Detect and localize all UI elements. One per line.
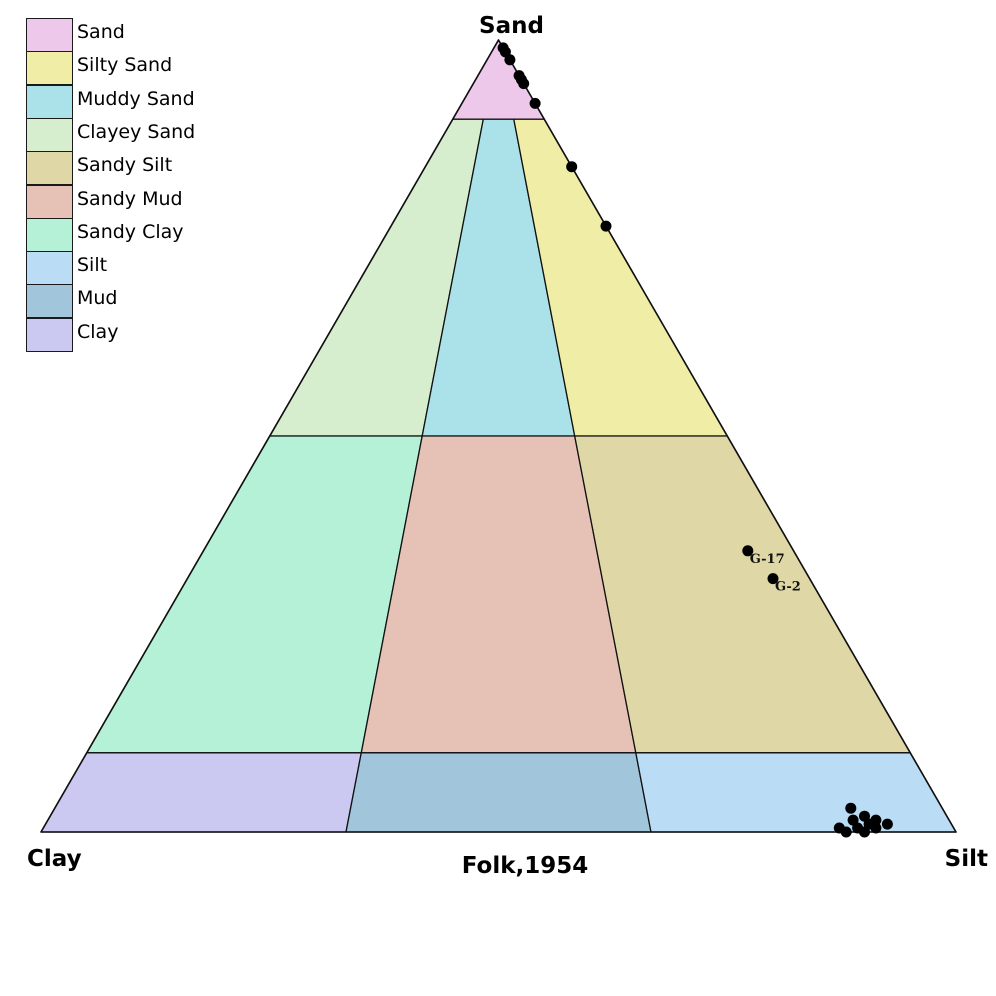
data-point: [600, 220, 612, 232]
data-point: [566, 161, 578, 173]
region-clay: [40, 752, 362, 833]
triangle-outline: [40, 39, 957, 833]
data-point: [518, 78, 530, 90]
legend-label: Sandy Clay: [77, 220, 184, 243]
data-point: [767, 573, 779, 585]
data-point: [859, 826, 870, 838]
data-point: [870, 814, 882, 826]
class-regions: [40, 39, 957, 833]
region-mud: [345, 752, 652, 833]
data-point: [529, 97, 541, 109]
legend-label: Clayey Sand: [77, 120, 196, 143]
legend-label: Sand: [77, 21, 125, 43]
point-label: G-17: [750, 552, 785, 567]
legend-swatch: [26, 18, 73, 52]
legend-label: Silty Sand: [77, 54, 173, 77]
legend-label: Sandy Silt: [77, 154, 173, 177]
legend-swatch: [26, 84, 73, 119]
data-point: [870, 822, 882, 834]
data-points: [497, 42, 893, 838]
data-point: [742, 545, 754, 557]
data-point: [840, 826, 852, 838]
legend-label: Sandy Mud: [77, 187, 183, 210]
legend-swatch: [26, 151, 73, 186]
vertex-label-top: Sand: [479, 13, 544, 39]
point-label: G-2: [775, 580, 801, 595]
legend-swatch: [26, 184, 73, 219]
region-sand: [452, 39, 545, 120]
legend-label: Clay: [77, 320, 119, 343]
chart-title: Folk,1954: [462, 853, 589, 879]
data-point: [881, 818, 893, 830]
legend-swatch: [26, 317, 73, 352]
legend-label: Silt: [77, 254, 108, 277]
data-point: [504, 54, 516, 66]
triangle-border: [40, 39, 957, 833]
legend-label: Mud: [77, 287, 118, 310]
legend-swatch: [26, 217, 73, 252]
vertex-label-left: Clay: [27, 846, 82, 872]
region-silt: [635, 752, 957, 833]
vertex-label-right: Silt: [945, 846, 988, 872]
data-point: [845, 802, 857, 814]
legend-label: Muddy Sand: [77, 87, 195, 110]
